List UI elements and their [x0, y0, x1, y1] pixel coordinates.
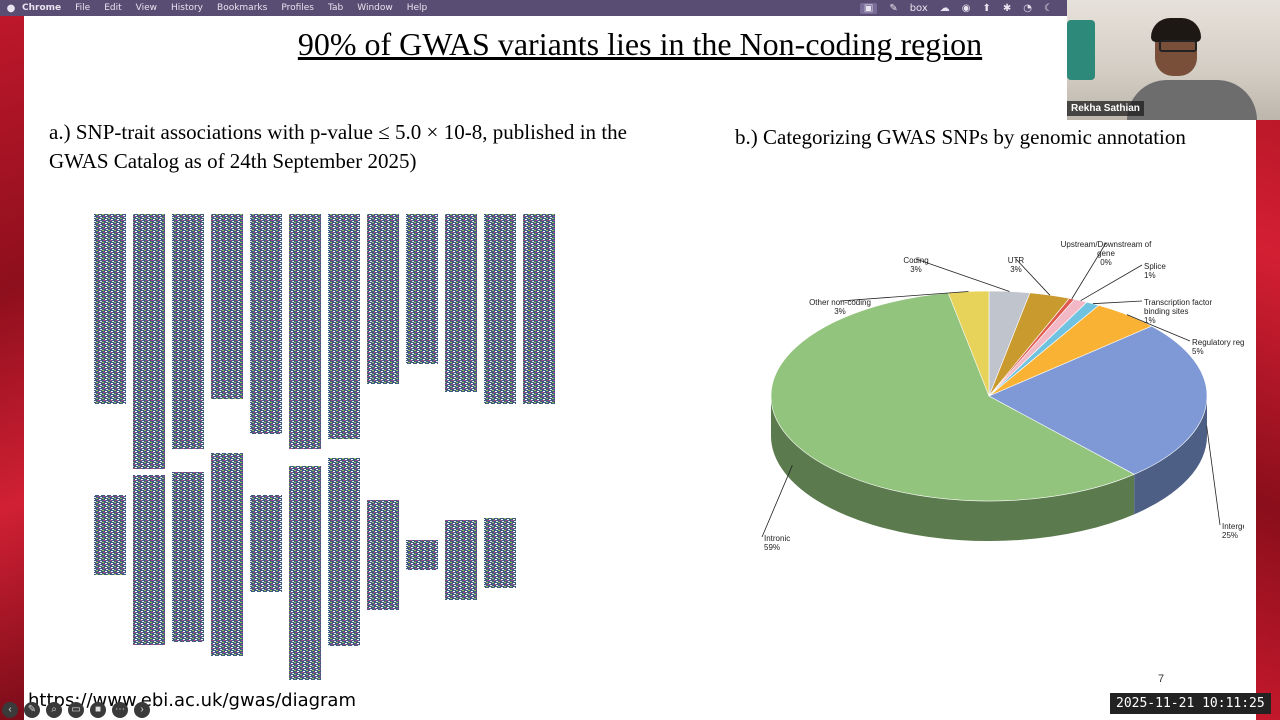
- moon-icon[interactable]: ☾: [1044, 2, 1053, 14]
- chromosome-block: [172, 472, 204, 642]
- menu-edit[interactable]: Edit: [104, 3, 122, 13]
- apple-icon[interactable]: ●: [6, 2, 16, 14]
- presentation-slide: 90% of GWAS variants lies in the Non-cod…: [24, 16, 1256, 720]
- box-icon[interactable]: box: [909, 2, 928, 14]
- screen-icon[interactable]: ▣: [859, 2, 878, 14]
- pie-slice-intronic: [770, 292, 1135, 502]
- pie-side-intergenic: [1134, 396, 1207, 515]
- mac-menubar: ● Chrome File Edit View History Bookmark…: [0, 0, 1067, 16]
- chromosome-block: [133, 475, 165, 645]
- slide-number: 7: [1158, 673, 1165, 685]
- menu-help[interactable]: Help: [406, 3, 428, 13]
- menubar-tray: ▣ ✎ box ☁ ◉ ⬆ ✱ ◔ ☾: [859, 2, 1067, 14]
- background-left-edge: [0, 0, 24, 720]
- leader-line: [1080, 264, 1143, 302]
- menu-chrome[interactable]: Chrome: [22, 3, 62, 13]
- more-icon[interactable]: ⋯: [112, 702, 128, 718]
- forward-icon[interactable]: ›: [134, 702, 150, 718]
- chromosome-block: [94, 495, 126, 575]
- pie-slice-intergenic: [988, 325, 1208, 475]
- background-right-edge: [1256, 0, 1280, 720]
- pie-side-intronic: [771, 396, 1135, 541]
- pie-label-regulatory-region: Regulatory region5%: [1192, 338, 1244, 356]
- leader-line: [839, 291, 969, 302]
- menu-window[interactable]: Window: [357, 3, 393, 13]
- cloud-icon[interactable]: ☁: [939, 2, 950, 14]
- app-icon[interactable]: ◉: [961, 2, 971, 14]
- chromosome-block: [445, 520, 477, 600]
- participant-name: Rekha Sathian: [1067, 101, 1144, 116]
- leader-line: [1126, 314, 1191, 342]
- chromosome-block: [172, 214, 204, 449]
- menu-tab[interactable]: Tab: [328, 3, 344, 13]
- chromosome-block: [328, 458, 360, 646]
- chromosome-block: [94, 214, 126, 404]
- pie-label-intergenic: Intergenic25%: [1222, 522, 1244, 540]
- menu-history[interactable]: History: [170, 3, 204, 13]
- webcam-video: Rekha Sathian: [1067, 0, 1280, 120]
- chromosome-block: [250, 214, 282, 434]
- upload-icon[interactable]: ⬆: [982, 2, 991, 14]
- source-url[interactable]: https://www.ebi.ac.uk/gwas/diagram: [28, 690, 356, 711]
- chromosome-block: [523, 214, 555, 404]
- chromosome-block: [133, 214, 165, 469]
- menu-bookmarks[interactable]: Bookmarks: [217, 3, 268, 13]
- chromosome-block: [328, 214, 360, 439]
- menu-profiles[interactable]: Profiles: [281, 3, 314, 13]
- chromosome-block: [367, 500, 399, 610]
- presenter-hair: [1151, 18, 1201, 42]
- chromosome-block: [250, 495, 282, 592]
- leader-line: [915, 258, 1010, 292]
- chromosome-block: [445, 214, 477, 392]
- chromosome-block: [211, 453, 243, 656]
- leader-line: [761, 465, 793, 538]
- recording-timestamp: 2025-11-21 10:11:25: [1110, 693, 1271, 714]
- chromosome-block: [367, 214, 399, 384]
- left-heading: a.) SNP-trait associations with p-value …: [49, 120, 627, 173]
- leader-line: [1092, 300, 1143, 305]
- wifi-icon[interactable]: ◔: [1023, 2, 1033, 14]
- chromosome-block: [484, 214, 516, 404]
- glasses-icon: [1159, 40, 1197, 52]
- slide-title: 90% of GWAS variants lies in the Non-cod…: [297, 26, 983, 62]
- menu-file[interactable]: File: [75, 3, 91, 13]
- chromosome-block: [289, 214, 321, 449]
- menu-view[interactable]: View: [135, 3, 157, 13]
- leader-line: [1015, 258, 1051, 296]
- record-icon[interactable]: ■: [90, 702, 106, 718]
- chromosome-block: [406, 540, 438, 570]
- extensions-icon[interactable]: ✎: [889, 2, 898, 14]
- back-icon[interactable]: ‹: [2, 702, 18, 718]
- presenter-body: [1127, 80, 1257, 120]
- leader-line: [1206, 425, 1221, 526]
- bluetooth-icon[interactable]: ✱: [1002, 2, 1012, 14]
- plant-image: [1067, 20, 1095, 80]
- presentation-toolbar: ‹ ✎ ⌕ ▭ ■ ⋯ ›: [0, 700, 150, 720]
- leader-line: [1071, 242, 1107, 300]
- chromosome-block: [484, 518, 516, 588]
- chromosome-block: [406, 214, 438, 364]
- chromosome-block: [289, 466, 321, 680]
- zoom-icon[interactable]: ⌕: [46, 702, 62, 718]
- captions-icon[interactable]: ▭: [68, 702, 84, 718]
- pen-icon[interactable]: ✎: [24, 702, 40, 718]
- gwas-diagram-image: [94, 214, 555, 680]
- chromosome-block: [211, 214, 243, 399]
- right-heading: b.) Categorizing GWAS SNPs by genomic an…: [735, 125, 1186, 149]
